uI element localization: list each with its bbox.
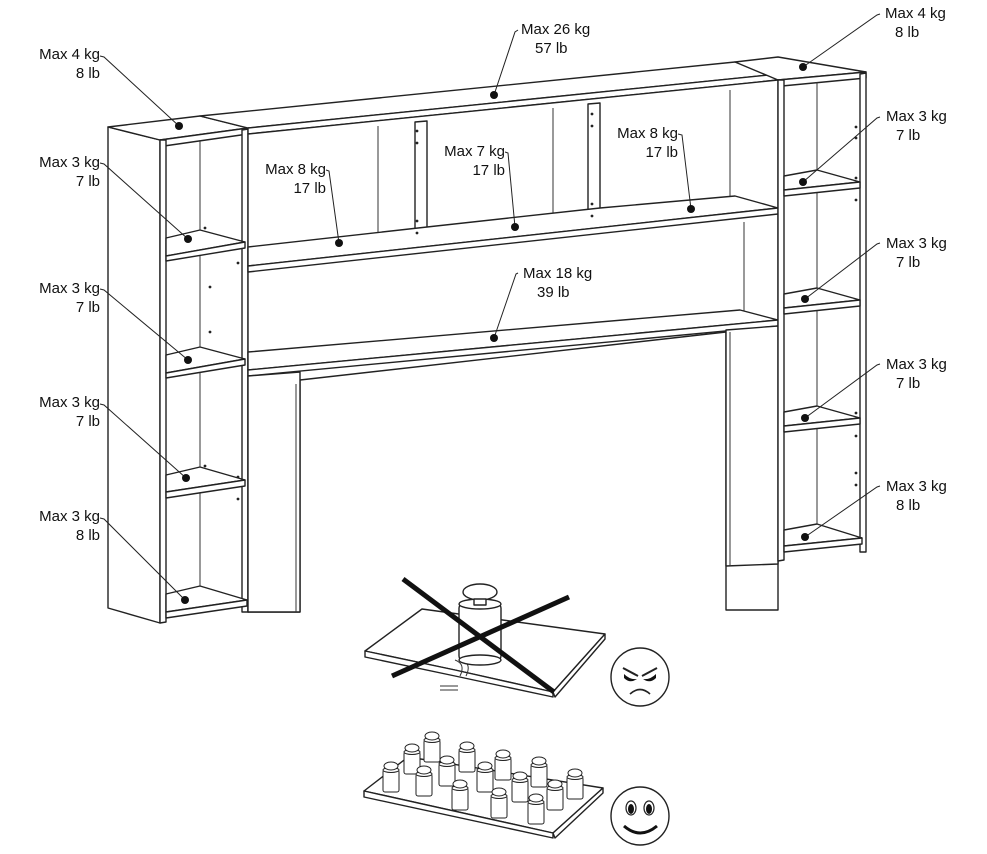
load-label-left-shelf-2: Max 3 kg 7 lb [39,280,100,316]
load-label-left-shelf-1: Max 3 kg 7 lb [39,154,100,190]
concentrated-load-illustration [364,576,606,698]
small-weight-icon [423,731,441,763]
small-weight-icon [415,765,433,797]
small-weight-icon [458,741,476,773]
small-weight-icon [438,755,456,787]
small-weight-icon [494,749,512,781]
right-shelf-1 [783,169,861,197]
load-label-right-shelf-3: Max 3 kg 7 lb [886,356,947,392]
small-weight-icon [511,771,529,803]
small-weight-icon [451,779,469,811]
small-weight-icon [476,761,494,793]
small-weight-icon [527,793,545,825]
load-label-left-shelf-3: Max 3 kg 7 lb [39,394,100,430]
load-label-top-center: Max 26 kg 57 lb [521,21,591,57]
small-weight-icon [566,768,584,800]
load-label-right-tower-top: Max 4 kg 8 lb [885,5,946,41]
weights-group [382,731,584,825]
small-weight-icon [490,787,508,819]
center-hutch [199,61,779,613]
load-label-upper-cubby-mid: Max 7 kg 17 lb [444,143,505,179]
angry-face-icon [610,647,670,707]
small-weight-icon [546,779,564,811]
small-weight-icon [382,761,400,793]
cross-out-icon [390,576,571,695]
smiley-face-icon [610,786,670,846]
small-weight-icon [530,756,548,788]
load-label-left-shelf-4: Max 3 kg 8 lb [39,508,100,544]
distributed-load-illustration [363,731,604,839]
right-shelf-3 [783,405,861,433]
load-label-right-shelf-4: Max 3 kg 8 lb [886,478,947,514]
load-label-long-shelf: Max 18 kg 39 lb [523,265,593,301]
left-shelf-4 [165,585,248,619]
load-label-upper-cubby-right: Max 8 kg 17 lb [617,125,678,161]
load-label-left-tower-top: Max 4 kg 8 lb [39,46,100,82]
load-label-right-shelf-1: Max 3 kg 7 lb [886,108,947,144]
left-shelf-1 [165,229,246,262]
load-markers [99,13,881,604]
load-label-upper-cubby-left: Max 8 kg 17 lb [265,161,326,197]
small-weight-icon [403,743,421,775]
left-shelf-2 [165,346,246,379]
left-tower [107,115,249,624]
right-shelf-4 [783,523,863,553]
right-shelf-2 [783,287,861,315]
load-label-right-shelf-2: Max 3 kg 7 lb [886,235,947,271]
left-shelf-3 [165,466,246,499]
